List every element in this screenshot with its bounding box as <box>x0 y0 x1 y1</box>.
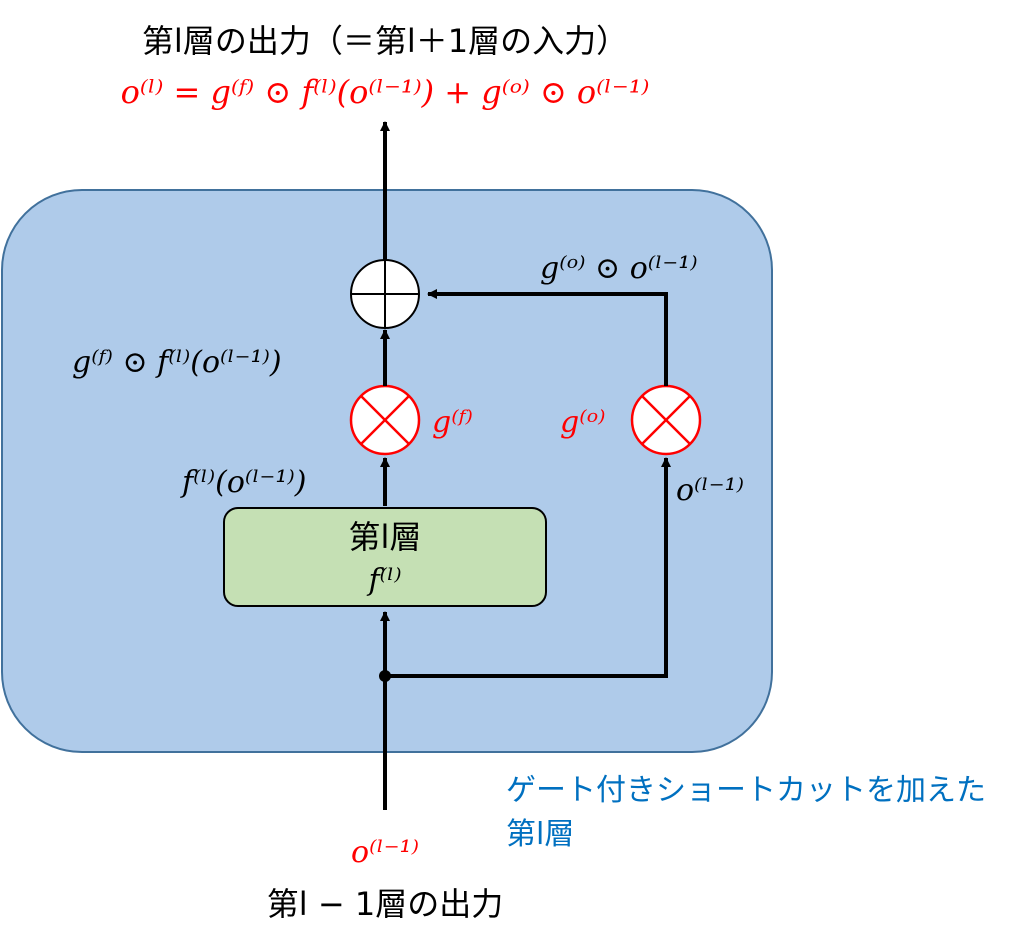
plus-circle-icon <box>350 259 420 329</box>
input-caption: 第l − 1層の出力 <box>267 885 503 923</box>
gate-o-label: g⁽ᵒ⁾ <box>560 405 606 440</box>
layer-box-function: f⁽ˡ⁾ <box>366 563 401 598</box>
input-formula: o⁽ˡ⁻¹⁾ <box>351 835 419 870</box>
gated-shortcut-label: g⁽ᵒ⁾ ⊙ o⁽ˡ⁻¹⁾ <box>540 251 698 286</box>
multiply-circle-icon <box>349 384 421 456</box>
multiply-circle-icon <box>630 384 702 456</box>
shortcut-path <box>385 457 671 678</box>
layer-box-title: 第l層 <box>349 518 422 556</box>
layer-box <box>223 507 547 607</box>
layer-output-label: f⁽ˡ⁾(o⁽ˡ⁻¹⁾) <box>180 465 306 500</box>
output-title: 第l層の出力（＝第l＋1層の入力） <box>142 22 628 60</box>
shortcut-input-label: o⁽ˡ⁻¹⁾ <box>676 473 744 508</box>
gate-f-label: g⁽ᶠ⁾ <box>432 405 473 440</box>
gated-shortcut-path <box>427 289 668 386</box>
block-caption-line2: 第l層 <box>506 817 574 852</box>
block-caption-line1: ゲート付きショートカットを加えた <box>506 773 986 808</box>
output-formula: o⁽ˡ⁾ = g⁽ᶠ⁾ ⊙ f⁽ˡ⁾(o⁽ˡ⁻¹⁾) + g⁽ᵒ⁾ ⊙ o⁽ˡ⁻… <box>121 73 650 111</box>
gated-layer-output-label: g⁽ᶠ⁾ ⊙ f⁽ˡ⁾(o⁽ˡ⁻¹⁾) <box>72 345 282 380</box>
